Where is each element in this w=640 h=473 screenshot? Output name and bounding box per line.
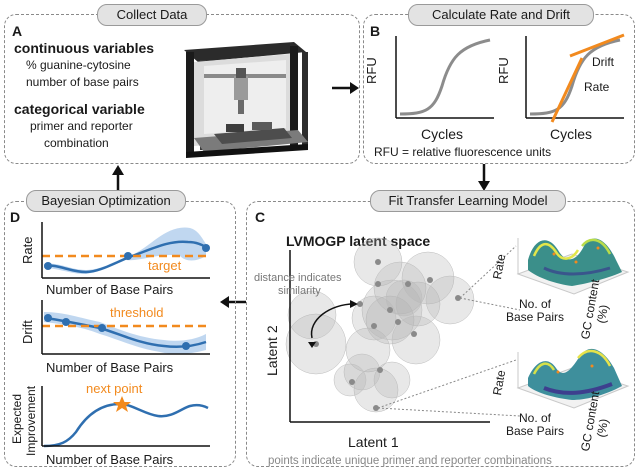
panel-a-letter: A bbox=[12, 23, 23, 39]
surface-plot-1 bbox=[516, 238, 630, 295]
surface-2-x-label-1: No. of bbox=[519, 411, 552, 425]
latent-2-label: Latent 2 bbox=[264, 325, 280, 376]
categorical-heading: categorical variable bbox=[14, 101, 145, 117]
ei-label-1: Expected bbox=[10, 393, 24, 444]
rfu-footnote: RFU = relative fluorescence units bbox=[374, 145, 552, 159]
panel-c-letter: C bbox=[255, 209, 266, 225]
panel-b-title: Calculate Rate and Drift bbox=[408, 4, 594, 26]
drift-label: Drift bbox=[592, 55, 614, 69]
threshold-label: threshold bbox=[110, 305, 164, 320]
distance-note-1: distance indicates bbox=[254, 272, 342, 284]
distance-note-2: similarity bbox=[278, 285, 321, 297]
d-xlabel-3: Number of Base Pairs bbox=[46, 452, 174, 467]
latent-1-label: Latent 1 bbox=[348, 434, 399, 450]
rate-drift-plot bbox=[525, 33, 625, 123]
rfu-ylabel-2: RFU bbox=[496, 57, 511, 84]
next-point-label: next point bbox=[86, 381, 143, 396]
panel-c-title: Fit Transfer Learning Model bbox=[370, 190, 566, 212]
panel-b-letter: B bbox=[370, 23, 381, 39]
target-label: target bbox=[148, 258, 182, 273]
categorical-item-2: combination bbox=[44, 136, 109, 150]
d-rate-label: Rate bbox=[20, 236, 35, 264]
panel-d-letter: D bbox=[10, 209, 21, 225]
latent-space-plot bbox=[285, 237, 521, 423]
d-xlabel-1: Number of Base Pairs bbox=[46, 282, 174, 297]
arrow-c-to-d bbox=[220, 296, 246, 308]
panel-d-title: Bayesian Optimization bbox=[26, 190, 186, 212]
rfu-ylabel-1: RFU bbox=[364, 57, 379, 84]
drift-gp-plot bbox=[41, 300, 210, 355]
d-xlabel-2: Number of Base Pairs bbox=[46, 360, 174, 375]
latent-space-title: LVMOGP latent space bbox=[286, 233, 431, 249]
latent-footnote: points indicate unique primer and report… bbox=[268, 455, 552, 467]
panel-a-title: Collect Data bbox=[97, 4, 207, 26]
continuous-item-2: number of base pairs bbox=[26, 75, 139, 89]
lab-robot-illustration bbox=[184, 42, 308, 158]
continuous-item-1: % guanine-cytosine bbox=[26, 58, 131, 72]
arrow-d-to-a bbox=[112, 165, 124, 190]
surface-plot-2 bbox=[516, 348, 630, 409]
ei-label-2: Improvement bbox=[24, 385, 38, 456]
surface-1-x-label-1: No. of bbox=[519, 297, 552, 311]
rfu-curve-plot bbox=[395, 36, 494, 119]
cycles-xlabel-2: Cycles bbox=[550, 126, 593, 142]
surface-1-x-label-2: Base Pairs bbox=[506, 310, 565, 324]
surface-2-x-label-2: Base Pairs bbox=[506, 424, 565, 438]
arrow-b-to-c bbox=[478, 164, 490, 191]
cycles-xlabel-1: Cycles bbox=[421, 126, 464, 142]
rate-gp-plot bbox=[41, 222, 210, 279]
rate-label: Rate bbox=[584, 80, 610, 94]
categorical-item-1: primer and reporter bbox=[30, 119, 133, 133]
d-drift-label: Drift bbox=[20, 320, 35, 344]
continuous-heading: continuous variables bbox=[14, 40, 155, 56]
expected-improvement-plot bbox=[41, 386, 210, 448]
arrow-a-to-b bbox=[332, 82, 359, 94]
